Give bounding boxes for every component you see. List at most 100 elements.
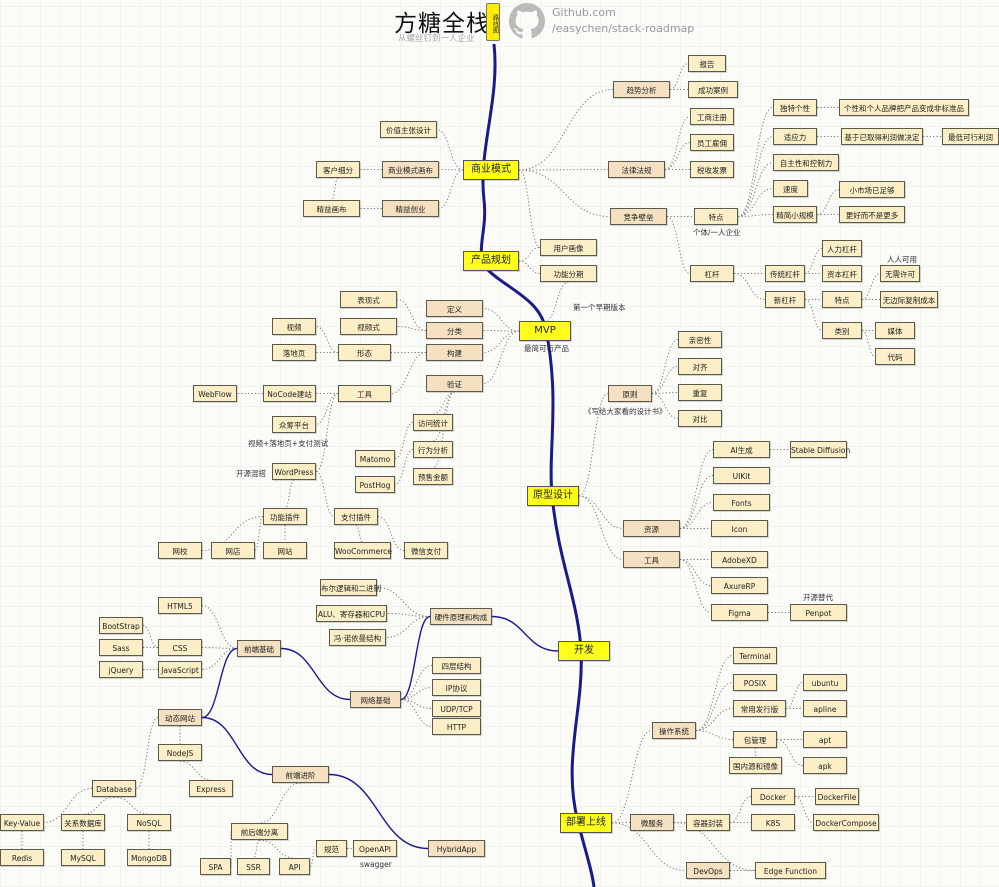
node-nlever[interactable]: 新杠杆	[765, 291, 805, 308]
node-fplug[interactable]: 功能插件	[263, 508, 307, 525]
node-figma[interactable]: Figma	[711, 604, 768, 621]
node-crowd[interactable]: 众筹平台	[272, 416, 316, 433]
node-posthog[interactable]: PostHog	[355, 476, 395, 493]
node-ip[interactable]: IP协议	[432, 679, 481, 696]
node-edge[interactable]: Edge Function	[755, 862, 826, 879]
node-mongo[interactable]: MongoDB	[127, 849, 171, 866]
node-deploy[interactable]: 部署上线	[560, 813, 612, 833]
node-fonts[interactable]: Fonts	[713, 494, 770, 511]
node-nocode[interactable]: NoCode建站	[263, 385, 316, 402]
node-ptools[interactable]: 工具	[623, 551, 680, 568]
node-behav[interactable]: 行为分析	[413, 441, 453, 458]
node-openapi[interactable]: OpenAPI	[353, 840, 397, 857]
node-axure[interactable]: AxureRP	[711, 577, 768, 594]
node-apk[interactable]: apk	[803, 757, 847, 774]
node-uniq[interactable]: 独特个性	[773, 99, 817, 116]
node-node[interactable]: NodeJS	[158, 744, 202, 761]
node-law[interactable]: 法律法规	[608, 161, 665, 178]
node-api[interactable]: API	[279, 858, 310, 875]
node-css[interactable]: CSS	[158, 639, 202, 656]
node-small[interactable]: 小市场已足够	[839, 181, 905, 198]
node-human[interactable]: 人力杠杆	[822, 240, 862, 257]
node-rdb[interactable]: 关系数据库	[61, 814, 105, 831]
node-alpine[interactable]: apline	[803, 700, 847, 717]
github-icon[interactable]	[509, 3, 545, 39]
node-compose[interactable]: DockerCompose	[813, 814, 879, 831]
node-distro[interactable]: 常用发行版	[733, 700, 786, 717]
node-devops[interactable]: DevOps	[686, 862, 730, 879]
node-lever[interactable]: 杠杆	[690, 265, 734, 282]
node-wxpay[interactable]: 微信支付	[404, 542, 448, 559]
node-minprofit[interactable]: 最低可行利润	[942, 128, 999, 145]
node-dyn[interactable]: 动态网站	[158, 709, 202, 726]
node-kv[interactable]: Key-Value	[0, 814, 44, 831]
node-express[interactable]: Express	[189, 780, 233, 797]
node-sep[interactable]: 前后端分离	[231, 823, 288, 840]
node-phase[interactable]: 功能分期	[540, 265, 597, 282]
node-uniq2[interactable]: 个性和个人品牌把产品变成非标准品	[839, 99, 969, 116]
node-cs[interactable]: 客户细分	[316, 161, 360, 178]
node-matomo[interactable]: Matomo	[355, 450, 395, 467]
node-hybrid[interactable]: HybridApp	[428, 840, 485, 857]
node-lc[interactable]: 精益画布	[303, 200, 360, 217]
node-tlever[interactable]: 传统杠杆	[765, 265, 805, 282]
node-showy[interactable]: 表现式	[340, 291, 397, 308]
node-video[interactable]: 视频	[272, 318, 316, 335]
node-cases[interactable]: 成功案例	[688, 81, 738, 98]
node-db[interactable]: Database	[92, 780, 136, 797]
node-reg[interactable]: 工商注册	[690, 108, 734, 125]
node-speed[interactable]: 速度	[773, 180, 808, 197]
node-spec[interactable]: 规范	[316, 840, 347, 857]
node-princ[interactable]: 原则	[608, 385, 652, 402]
node-js[interactable]: JavaScript	[158, 661, 202, 678]
node-repeat[interactable]: 重复	[678, 384, 722, 401]
node-auto[interactable]: 自主性和控制力	[773, 154, 839, 171]
node-layer4[interactable]: 四层结构	[432, 657, 481, 674]
node-hw[interactable]: 硬件原理和构成	[430, 608, 492, 625]
node-report[interactable]: 报告	[688, 55, 726, 72]
node-visit[interactable]: 访问统计	[413, 414, 453, 431]
node-dev[interactable]: 开发	[558, 641, 610, 661]
node-shop[interactable]: 网店	[211, 542, 255, 559]
node-posix[interactable]: POSIX	[733, 674, 777, 691]
node-vp[interactable]: 价值主张设计	[380, 121, 437, 138]
node-media[interactable]: 媒体	[875, 322, 915, 339]
github-domain-link[interactable]: Github.com	[552, 6, 616, 19]
node-lean[interactable]: 精简小规模	[773, 206, 817, 223]
node-form[interactable]: 形态	[338, 344, 391, 361]
node-jq[interactable]: jQuery	[99, 661, 143, 678]
node-better[interactable]: 更好而不是更多	[839, 206, 905, 223]
node-uikit[interactable]: UIKit	[713, 467, 770, 484]
node-cat[interactable]: 类别	[822, 322, 862, 339]
node-sass[interactable]: Sass	[99, 639, 143, 656]
node-adapt[interactable]: 适应力	[773, 128, 817, 145]
node-k8s[interactable]: K8S	[751, 814, 795, 831]
node-site[interactable]: 网站	[263, 542, 307, 559]
node-ssr[interactable]: SSR	[237, 858, 270, 875]
node-dockerfile[interactable]: DockerFile	[815, 788, 859, 805]
node-adapt2[interactable]: 基于已取得利润做决定	[841, 128, 923, 145]
node-net[interactable]: 网络基础	[350, 691, 401, 708]
node-docker[interactable]: Docker	[751, 788, 795, 805]
node-presale[interactable]: 预售金额	[413, 468, 453, 485]
node-mirror[interactable]: 国内源和镜像	[729, 757, 782, 774]
node-def[interactable]: 定义	[426, 300, 483, 317]
node-woo[interactable]: WooCommerce	[334, 542, 392, 559]
node-videoy[interactable]: 视频式	[340, 318, 397, 335]
node-container[interactable]: 容器封装	[686, 814, 730, 831]
node-penpot[interactable]: Penpot	[790, 604, 847, 621]
node-tools[interactable]: 工具	[338, 385, 391, 402]
node-nosql[interactable]: NoSQL	[127, 814, 171, 831]
node-build[interactable]: 构建	[426, 344, 483, 361]
node-apt[interactable]: apt	[803, 731, 847, 748]
node-capital[interactable]: 资本杠杆	[822, 265, 862, 282]
node-xd[interactable]: AdobeXD	[711, 551, 768, 568]
node-micro[interactable]: 微服务	[630, 814, 674, 831]
node-verify[interactable]: 验证	[426, 375, 483, 392]
node-mvp[interactable]: MVP	[519, 321, 571, 341]
node-ls[interactable]: 精益创业	[382, 200, 439, 217]
node-pkg[interactable]: 包管理	[733, 731, 777, 748]
node-code[interactable]: 代码	[875, 348, 915, 365]
node-moat[interactable]: 竞争壁垒	[610, 208, 667, 225]
node-school[interactable]: 网校	[158, 542, 202, 559]
